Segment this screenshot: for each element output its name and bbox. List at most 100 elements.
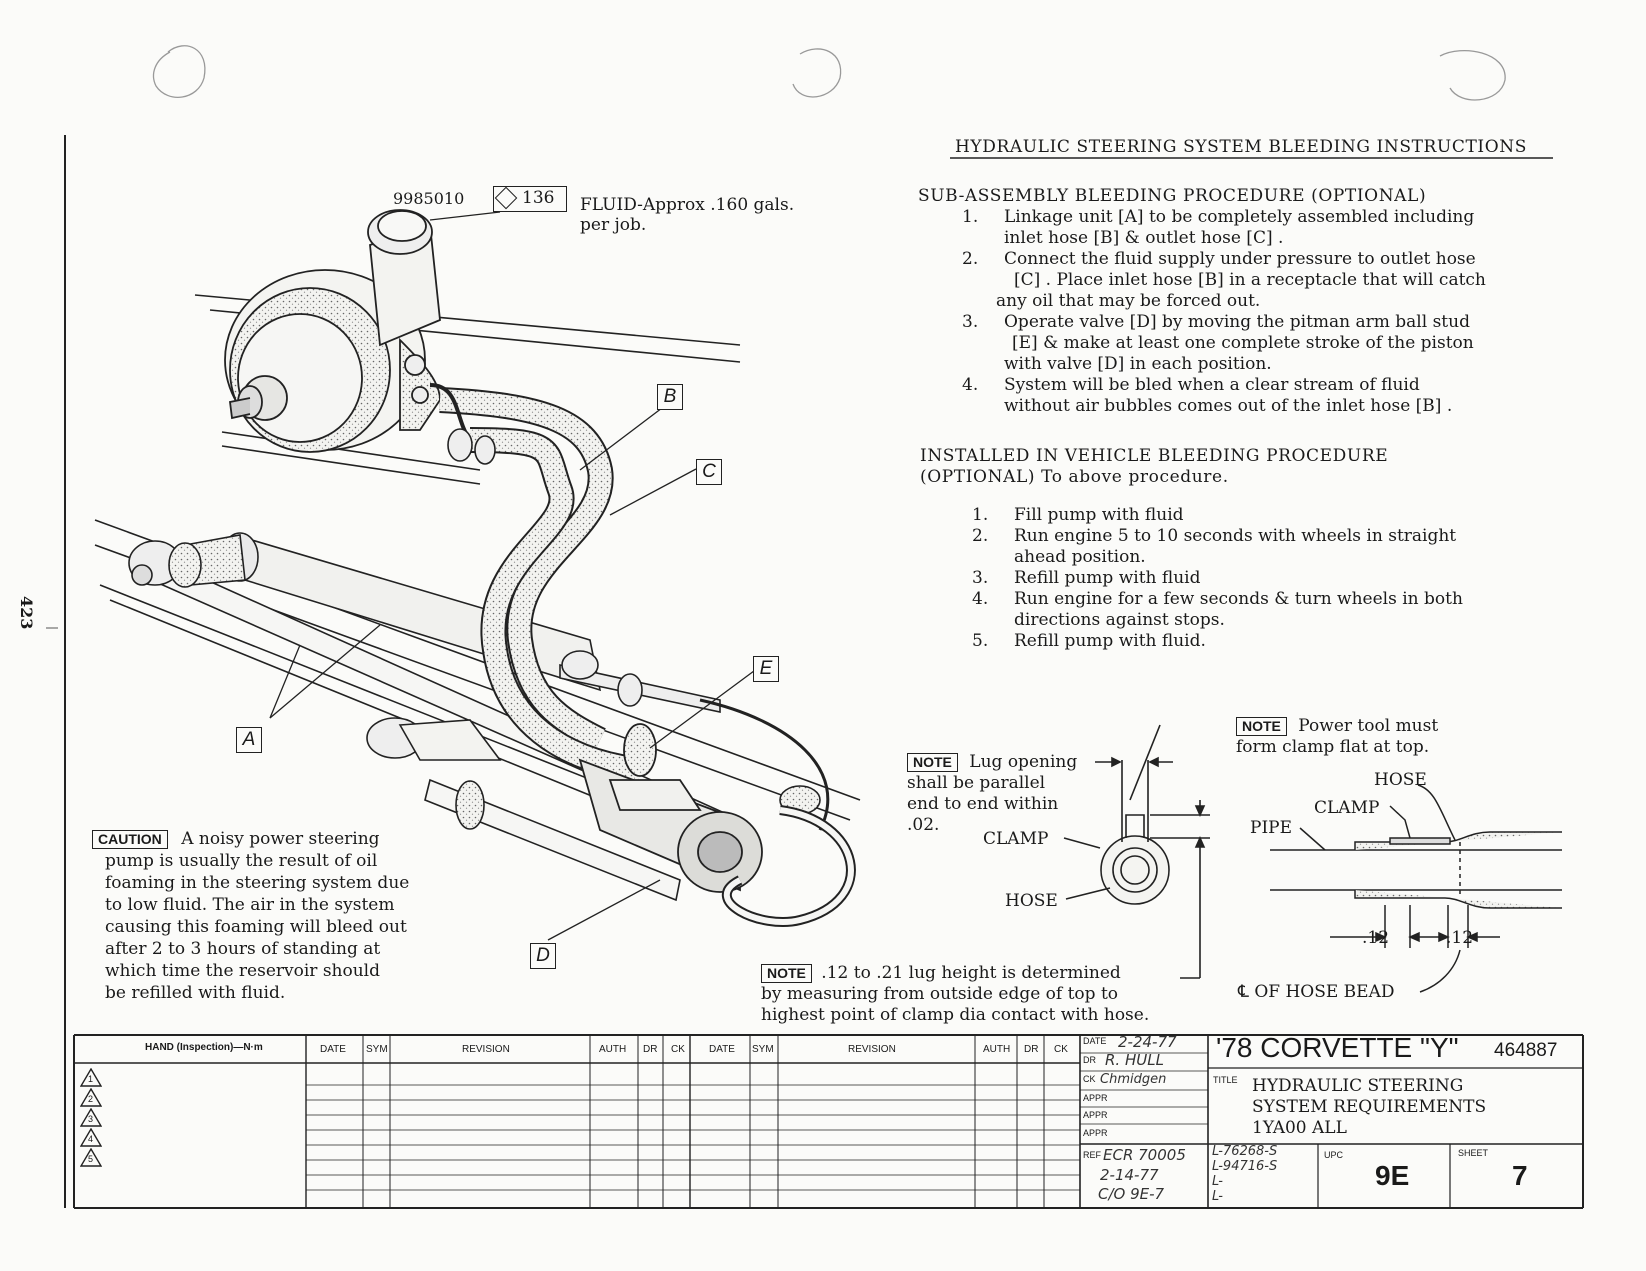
installed-step: 5. Refill pump with fluid. xyxy=(972,631,1463,652)
page-title: HYDRAULIC STEERING SYSTEM BLEEDING INSTR… xyxy=(955,137,1527,157)
step-line: inlet hose [B] & outlet hose [C] . xyxy=(1004,228,1284,248)
upc-label: UPC xyxy=(1324,1150,1344,1160)
rev-header-revision: REVISION xyxy=(462,1044,510,1055)
part-number-list: L-76268-S L-94716-S L- L- xyxy=(1212,1144,1277,1204)
step-line: [C] . Place inlet hose [B] in a receptac… xyxy=(1014,270,1486,290)
sheet-label: SHEET xyxy=(1458,1148,1489,1158)
ref-label: REF xyxy=(1083,1150,1101,1160)
rev-header-date: DATE xyxy=(320,1044,346,1055)
drawing-title: HYDRAULIC STEERING SYSTEM REQUIREMENTS 1… xyxy=(1252,1076,1486,1139)
page-margin-number: 423 xyxy=(17,596,36,630)
hose-detail-hose-label: HOSE xyxy=(1374,770,1427,790)
note-line: form clamp flat at top. xyxy=(1236,737,1430,757)
sub-assembly-step: 4. System will be bled when a clear stre… xyxy=(962,375,1486,417)
dr-value: R. HULL xyxy=(1105,1051,1164,1069)
callout-c: C xyxy=(696,459,722,485)
note-line: end to end within xyxy=(907,794,1059,814)
revision-triangles: 1 2 3 4 5 xyxy=(79,1067,103,1168)
note-line: Power tool must xyxy=(1298,716,1439,736)
note-line: shall be parallel xyxy=(907,773,1046,793)
caution-note: CAUTION A noisy power steering pump is u… xyxy=(92,828,409,1004)
callout-d: D xyxy=(530,943,556,969)
rev-header-date-2: DATE xyxy=(709,1044,735,1055)
note-label: NOTE xyxy=(907,753,958,772)
installed-step: 3. Refill pump with fluid xyxy=(972,568,1463,589)
lug-opening-note: NOTE Lug opening shall be parallel end t… xyxy=(907,752,1077,836)
sub-assembly-step: 2. Connect the fluid supply under pressu… xyxy=(962,249,1486,311)
step-line: Linkage unit [A] to be completely assemb… xyxy=(1004,207,1475,227)
note-line: Lug opening xyxy=(969,752,1078,772)
callout-b: B xyxy=(657,384,683,410)
rev-header-sym-2: SYM xyxy=(752,1044,774,1055)
step-line: Run engine 5 to 10 seconds with wheels i… xyxy=(1014,526,1457,546)
dimension-1: .12 xyxy=(1362,928,1390,948)
appr-label-3: APPR xyxy=(1083,1128,1108,1138)
rev-header-sym: SYM xyxy=(366,1044,388,1055)
step-line: Refill pump with fluid xyxy=(1014,568,1201,588)
note-line: .12 to .21 lug height is determined xyxy=(821,963,1121,983)
callout-a: A xyxy=(236,727,262,753)
note-line: highest point of clamp dia contact with … xyxy=(761,1005,1150,1025)
ball-stud xyxy=(366,717,681,902)
punch-holes xyxy=(152,45,1506,101)
date-value: 2-24-77 xyxy=(1118,1033,1177,1051)
step-line: ahead position. xyxy=(1014,547,1146,567)
fluid-code: 136 xyxy=(522,188,555,208)
step-line: Operate valve [D] by moving the pitman a… xyxy=(1004,312,1470,332)
step-line: Connect the fluid supply under pressure … xyxy=(1004,249,1476,269)
fluid-part-number: 9985010 xyxy=(393,189,465,208)
triangle-icon: 3 xyxy=(79,1107,103,1127)
hose-pipe-section xyxy=(1270,784,1562,993)
caution-line: A noisy power steering xyxy=(181,829,380,849)
hose-fitting-pipes xyxy=(429,383,830,831)
step-line: [E] & make at least one complete stroke … xyxy=(1012,333,1474,353)
caution-line: after 2 to 3 hours of standing at xyxy=(105,939,381,959)
rev-header-auth: AUTH xyxy=(599,1044,627,1055)
triangle-icon: 5 xyxy=(79,1147,103,1167)
rev-header-revision-2: REVISION xyxy=(848,1044,896,1055)
step-line: with valve [D] in each position. xyxy=(1004,354,1272,374)
note-label: NOTE xyxy=(761,964,812,983)
sub-assembly-title: SUB-ASSEMBLY BLEEDING PROCEDURE (OPTIONA… xyxy=(918,186,1427,206)
sub-assembly-steps: 1. Linkage unit [A] to be completely ass… xyxy=(962,207,1486,417)
fluid-code-badge: 136 xyxy=(493,186,567,212)
part-number: L-94716-S xyxy=(1212,1159,1278,1174)
rev-header-ck: CK xyxy=(671,1044,685,1055)
step-line: any oil that may be forced out. xyxy=(996,291,1261,311)
rev-header-auth-2: AUTH xyxy=(983,1044,1011,1055)
model-name: '78 CORVETTE "Y" xyxy=(1216,1032,1459,1063)
step-line: directions against stops. xyxy=(1014,610,1225,630)
callout-e: E xyxy=(753,656,779,682)
triangle-icon: 1 xyxy=(79,1067,103,1087)
drawing-title-line: SYSTEM REQUIREMENTS xyxy=(1252,1097,1487,1117)
drawing-title-line: 1YA00 ALL xyxy=(1252,1118,1347,1138)
caution-line: be refilled with fluid. xyxy=(105,983,286,1003)
hose-c xyxy=(469,427,642,783)
power-steering-pump xyxy=(224,209,441,453)
diamond-icon xyxy=(494,186,518,210)
drawing-title-line: HYDRAULIC STEERING xyxy=(1252,1076,1464,1096)
step-line: System will be bled when a clear stream … xyxy=(1004,375,1420,395)
clamp-cross-section xyxy=(1063,724,1210,979)
dr-label: DR xyxy=(1083,1055,1096,1065)
caution-line: to low fluid. The air in the system xyxy=(105,895,395,915)
ck-signature: Chmidgen xyxy=(1100,1072,1167,1087)
part-number: L-76268-S xyxy=(1212,1144,1278,1159)
installed-title: INSTALLED IN VEHICLE BLEEDING PROCEDURE xyxy=(920,446,1389,466)
step-line: without air bubbles comes out of the inl… xyxy=(1004,396,1453,416)
sub-assembly-step: 3. Operate valve [D] by moving the pitma… xyxy=(962,312,1486,375)
hose-detail-clamp-label: CLAMP xyxy=(1314,798,1380,818)
step-line: Fill pump with fluid xyxy=(1014,505,1184,525)
fluid-text-line2: per job. xyxy=(580,215,647,235)
sheet-value: 7 xyxy=(1512,1160,1528,1191)
fluid-text-line1: FLUID-Approx .160 gals. xyxy=(580,195,795,215)
power-tool-note: NOTE Power tool must form clamp flat at … xyxy=(1236,716,1438,758)
installed-steps: 1. Fill pump with fluid 2. Run engine 5 … xyxy=(972,505,1463,652)
step-line: Refill pump with fluid. xyxy=(1014,631,1206,651)
hose-label: HOSE xyxy=(1005,891,1058,911)
sub-assembly-step: 1. Linkage unit [A] to be completely ass… xyxy=(962,207,1486,249)
hand-header: HAND (Inspection)—N·m xyxy=(145,1042,263,1053)
rev-header-ck-2: CK xyxy=(1054,1044,1068,1055)
caution-line: pump is usually the result of oil xyxy=(105,851,378,871)
